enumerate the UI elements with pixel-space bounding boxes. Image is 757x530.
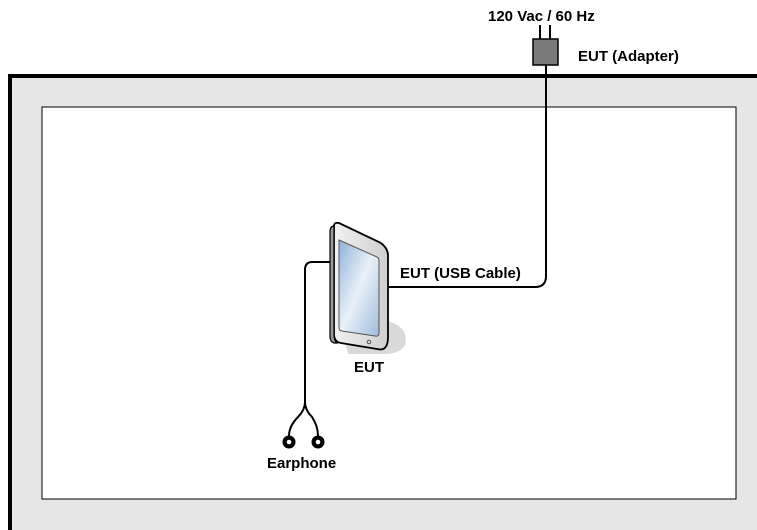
usb-cable-label: EUT (USB Cable) — [400, 265, 521, 282]
earphone-label: Earphone — [267, 455, 336, 472]
table-surface — [41, 106, 737, 500]
usb-cable — [384, 65, 547, 288]
earphone-cable — [288, 261, 330, 437]
adapter-label: EUT (Adapter) — [578, 48, 679, 65]
adapter-plug-icon — [532, 25, 559, 66]
earphone-icon — [282, 435, 325, 449]
test-table — [8, 74, 757, 530]
tablet-device-icon — [329, 221, 406, 354]
eut-label: EUT — [354, 359, 384, 376]
power-source-label: 120 Vac / 60 Hz — [488, 8, 595, 25]
